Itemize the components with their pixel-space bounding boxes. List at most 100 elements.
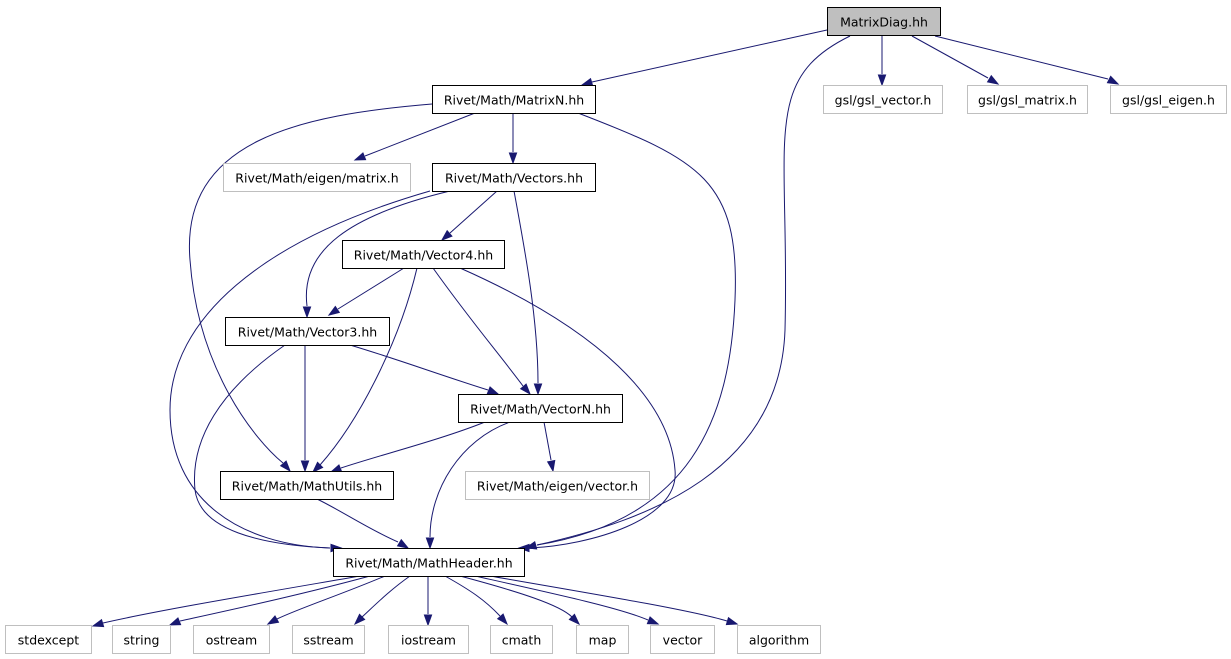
node-vector4[interactable]: Rivet/Math/Vector4.hh xyxy=(342,240,505,269)
edge-mathheader-to-string xyxy=(168,575,371,626)
node-cmath: cmath xyxy=(490,625,553,654)
arrowhead-icon xyxy=(568,613,581,626)
arrowhead-icon xyxy=(353,613,366,626)
node-gsl_vector: gsl/gsl_vector.h xyxy=(823,85,943,114)
node-box xyxy=(225,317,390,346)
edge-mathheader-to-sstream xyxy=(353,575,411,626)
arrowhead-icon xyxy=(168,617,182,626)
edge-mathheader-to-cmath xyxy=(444,575,508,626)
node-label: sstream xyxy=(303,633,353,648)
node-box xyxy=(292,625,365,654)
edge-vector4-to-vector3 xyxy=(327,267,405,316)
arrowhead-icon xyxy=(353,152,367,161)
node-box xyxy=(432,163,596,192)
arrowhead-icon xyxy=(440,229,453,241)
node-label: gsl/gsl_eigen.h xyxy=(1122,93,1215,108)
edge-line xyxy=(276,575,386,620)
edge-mathheader-to-stdexcept xyxy=(91,575,361,628)
edge-matrixn-to-eigen_matrix xyxy=(353,112,476,161)
edge-mathheader-to-iostream xyxy=(423,576,433,627)
node-label: algorithm xyxy=(749,633,809,648)
node-label: MatrixDiag.hh xyxy=(840,15,928,30)
edge-line xyxy=(591,29,828,83)
edge-line xyxy=(536,35,851,546)
edge-line xyxy=(102,575,361,624)
edge-line xyxy=(193,344,331,549)
node-label: gsl/gsl_vector.h xyxy=(835,93,932,108)
node-eigen_vector: Rivet/Math/eigen/vector.h xyxy=(465,471,650,500)
node-label: ostream xyxy=(206,633,257,648)
node-box xyxy=(220,471,394,500)
arrowhead-icon xyxy=(877,74,887,87)
edge-line xyxy=(444,575,501,617)
node-label: cmath xyxy=(502,633,542,648)
node-vectors[interactable]: Rivet/Math/Vectors.hh xyxy=(432,163,596,192)
node-sstream: sstream xyxy=(292,625,365,654)
edge-line xyxy=(459,575,573,618)
node-root[interactable]: MatrixDiag.hh xyxy=(827,7,941,36)
arrowhead-icon xyxy=(327,305,341,316)
edge-line xyxy=(305,190,451,307)
edge-line xyxy=(319,267,418,466)
node-label: Rivet/Math/Vectors.hh xyxy=(445,171,583,186)
edge-line xyxy=(911,35,989,79)
edge-mathheader-to-algorithm xyxy=(489,575,739,626)
node-box xyxy=(388,625,469,654)
edge-vector3-to-mathutils xyxy=(300,345,310,473)
edge-line xyxy=(474,575,649,621)
node-vectorn[interactable]: Rivet/Math/VectorN.hh xyxy=(458,394,623,423)
arrowhead-icon xyxy=(1106,75,1120,85)
arrowhead-icon xyxy=(508,152,518,165)
node-label: gsl/gsl_matrix.h xyxy=(978,93,1077,108)
arrowhead-icon xyxy=(546,459,556,473)
node-label: iostream xyxy=(401,633,456,648)
node-box xyxy=(432,85,596,114)
node-mathheader[interactable]: Rivet/Math/MathHeader.hh xyxy=(333,548,525,577)
edge-line xyxy=(536,112,736,546)
edge-line xyxy=(340,421,486,469)
edge-line xyxy=(179,575,371,622)
node-label: Rivet/Math/Vector3.hh xyxy=(238,325,377,340)
edge-line xyxy=(429,421,511,538)
node-label: Rivet/Math/Vector4.hh xyxy=(354,248,493,263)
edge-line xyxy=(188,103,433,464)
node-iostream: iostream xyxy=(388,625,469,654)
edge-line xyxy=(364,112,476,157)
arrowhead-icon xyxy=(311,461,324,474)
node-string: string xyxy=(112,625,171,654)
node-box xyxy=(576,625,629,654)
node-box xyxy=(827,7,941,36)
edge-root-to-gsl_vector xyxy=(877,36,887,87)
edge-matrixn-to-mathutils xyxy=(188,103,433,473)
arrowhead-icon xyxy=(486,386,500,395)
edge-vectors-to-vector3 xyxy=(302,190,451,319)
node-vector3[interactable]: Rivet/Math/Vector3.hh xyxy=(225,317,390,346)
edge-mathheader-to-vector xyxy=(474,575,660,625)
arrowhead-icon xyxy=(396,538,410,549)
edge-vectorn-to-eigen_vector xyxy=(543,421,556,473)
graph-edges xyxy=(91,29,1120,628)
edge-mathheader-to-ostream xyxy=(266,575,386,625)
arrowhead-icon xyxy=(533,383,543,396)
arrowhead-icon xyxy=(496,613,508,626)
node-matrixn[interactable]: Rivet/Math/MatrixN.hh xyxy=(432,85,596,114)
node-map: map xyxy=(576,625,629,654)
edge-vector4-to-vectorn xyxy=(432,267,531,396)
node-label: vector xyxy=(663,633,704,648)
edge-vectors-to-vector4 xyxy=(440,190,498,241)
edge-matrixn-to-vectors xyxy=(508,113,518,165)
node-stdexcept: stdexcept xyxy=(5,625,92,654)
arrowhead-icon xyxy=(423,614,433,627)
edge-line xyxy=(432,267,524,387)
node-box xyxy=(1110,85,1227,114)
node-box xyxy=(465,471,650,500)
node-label: map xyxy=(589,633,617,648)
arrowhead-icon xyxy=(725,616,739,626)
arrowhead-icon xyxy=(580,77,594,87)
node-mathutils[interactable]: Rivet/Math/MathUtils.hh xyxy=(220,471,394,500)
node-box xyxy=(112,625,171,654)
node-label: Rivet/Math/MathUtils.hh xyxy=(232,479,382,494)
node-gsl_eigen: gsl/gsl_eigen.h xyxy=(1110,85,1227,114)
